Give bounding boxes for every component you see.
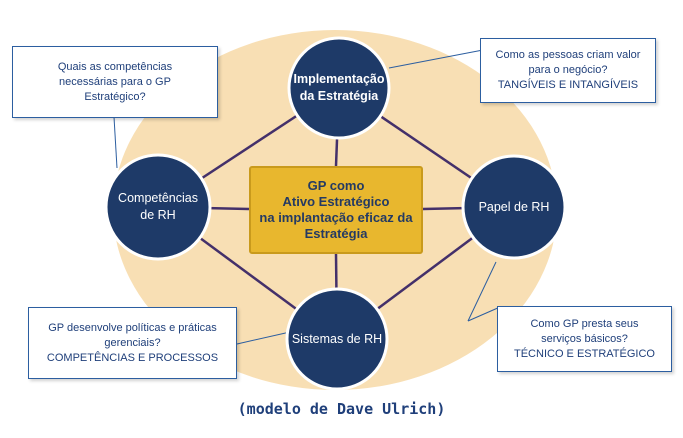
callout-pointer-top-right xyxy=(388,49,484,69)
node-left-circle xyxy=(104,153,212,261)
callout-bottom-left-line-2: gerenciais? xyxy=(104,336,161,349)
center-line-2: Ativo Estratégico xyxy=(282,194,390,209)
callout-top-left-line-1: Quais as competências xyxy=(57,60,173,73)
callout-bottom-right-line-1: Como GP presta seus xyxy=(530,317,639,330)
node-top-line-2: da Estratégia xyxy=(299,89,379,103)
callout-pointer-bottom-left xyxy=(236,331,291,345)
callout-bottom-left-line-3: COMPETÊNCIAS E PROCESSOS xyxy=(46,351,219,364)
node-right-label: Papel de RH xyxy=(463,182,565,232)
node-bottom-circle xyxy=(285,287,389,391)
node-bottom-label: Sistemas de RH xyxy=(287,314,387,364)
callout-top-right-line-3: TANGÍVEIS E INTANGÍVEIS xyxy=(497,79,639,91)
callout-top-left-line-2: necessárias para o GP xyxy=(59,75,171,88)
node-right-circle xyxy=(461,154,567,260)
node-top-label: Implementação da Estratégia xyxy=(289,63,389,113)
callout-top-right-line-2: para o negócio? xyxy=(528,64,608,76)
callout-top-left: Quais as competências necessárias para o… xyxy=(12,46,218,118)
node-left-line-2: de RH xyxy=(140,208,176,222)
callout-top-right-line-1: Como as pessoas criam valor xyxy=(495,49,641,61)
center-line-4: Estratégia xyxy=(304,226,368,241)
callout-bottom-right: Como GP presta seus serviços básicos? TÉ… xyxy=(497,306,672,372)
diagram-caption: (modelo de Dave Ulrich) xyxy=(237,400,446,418)
callout-top-right: Como as pessoas criam valor para o negóc… xyxy=(480,38,656,103)
callout-pointer-top-left xyxy=(113,116,118,169)
node-top-line-1: Implementação xyxy=(293,72,385,86)
center-line-1: GP como xyxy=(307,178,365,193)
node-right-line-1: Papel de RH xyxy=(478,199,550,214)
callout-bottom-left-line-1: GP desenvolve políticas e práticas xyxy=(48,321,217,334)
center-line-3: na implantação eficaz da xyxy=(259,210,413,225)
callout-bottom-right-line-2: serviços básicos? xyxy=(541,332,628,345)
node-left-label: Competências de RH xyxy=(106,182,210,232)
callout-pointer-bottom-right xyxy=(467,306,501,322)
callout-bottom-right-line-3: TÉCNICO E ESTRATÉGICO xyxy=(514,347,655,360)
callout-pointer-bottom-right-2 xyxy=(467,261,497,322)
callout-top-left-line-3: Estratégico? xyxy=(84,90,146,103)
center-box: GP como Ativo Estratégico na implantação… xyxy=(249,166,423,254)
callout-bottom-left: GP desenvolve políticas e práticas geren… xyxy=(28,307,237,379)
node-top-circle xyxy=(287,36,391,140)
node-bottom-line-1: Sistemas de RH xyxy=(291,331,383,346)
node-left-line-1: Competências xyxy=(118,191,198,205)
